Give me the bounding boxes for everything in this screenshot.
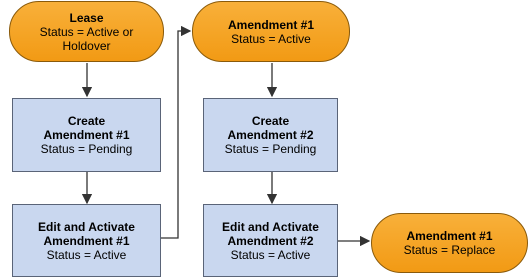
- node-amend1-replace-title: Amendment #1: [406, 229, 493, 243]
- node-edit2-title-line2: Amendment #2: [227, 233, 314, 248]
- node-create2-title-line1: Create: [251, 114, 290, 128]
- node-lease-title: Lease: [69, 10, 104, 25]
- node-create2-title-line2: Amendment #2: [227, 128, 314, 142]
- node-edit1-title-line1: Edit and Activate: [38, 219, 135, 234]
- node-amend1-active-status: Status = Active: [231, 31, 311, 46]
- node-amendment-1-active: Amendment #1 Status = Active: [192, 1, 350, 62]
- node-edit2-title-line1: Edit and Activate: [222, 219, 319, 234]
- node-create1-title-line1: Create: [67, 114, 106, 128]
- node-lease-status: Status = Active or: [39, 24, 134, 39]
- node-amend1-active-title: Amendment #1: [227, 17, 315, 32]
- node-create-amendment-1: Create Amendment #1 Status = Pending: [12, 98, 161, 172]
- arrow-edit1-to-amend1-active: [161, 25, 192, 239]
- node-lease-status-cont: Holdover: [62, 38, 111, 53]
- node-edit1-status: Status = Active: [46, 247, 127, 262]
- node-amendment-1-replace: Amendment #1 Status = Replace: [371, 213, 528, 273]
- node-create2-status: Status = Pending: [224, 142, 317, 156]
- node-edit2-status: Status = Active: [230, 247, 311, 262]
- node-edit-activate-amendment-2: Edit and Activate Amendment #2 Status = …: [203, 204, 338, 277]
- node-edit-activate-amendment-1: Edit and Activate Amendment #1 Status = …: [12, 204, 161, 277]
- node-create1-title-line2: Amendment #1: [43, 128, 130, 142]
- node-edit1-title-line2: Amendment #1: [43, 233, 130, 248]
- node-amend1-replace-status: Status = Replace: [403, 243, 496, 257]
- node-create1-status: Status = Pending: [40, 142, 133, 156]
- node-lease: Lease Status = Active or Holdover: [9, 1, 164, 62]
- node-create-amendment-2: Create Amendment #2 Status = Pending: [203, 98, 338, 172]
